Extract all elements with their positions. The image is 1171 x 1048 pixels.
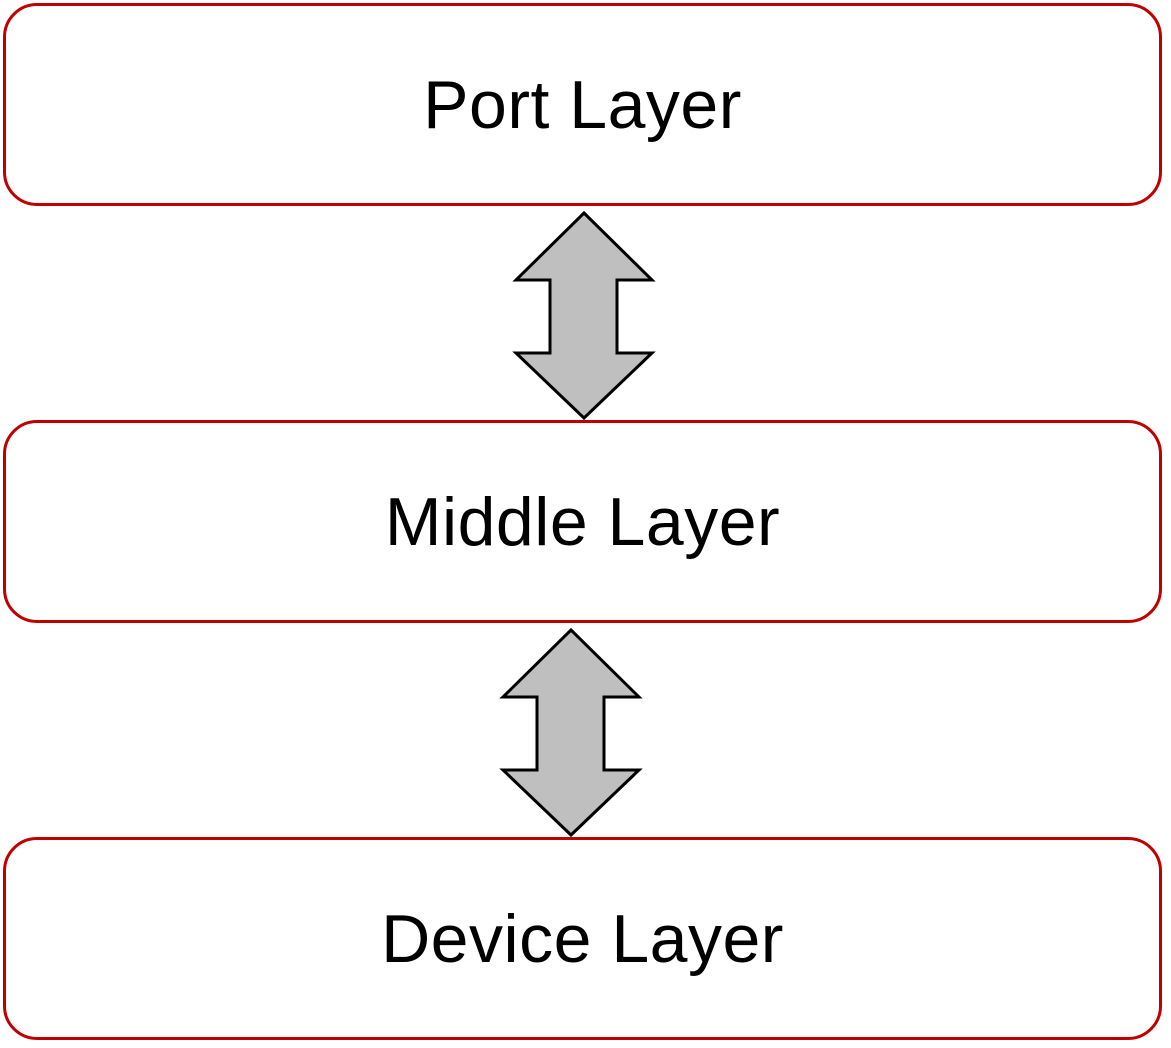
arrow-shape-middle-device [499,627,643,838]
middle-layer-box: Middle Layer [3,420,1162,623]
port-layer-box: Port Layer [3,3,1162,206]
arrow-shape-port-middle [512,210,656,421]
port-layer-label: Port Layer [423,66,742,143]
double-arrow-icon-port-middle [512,210,656,421]
double-arrow-icon-middle-device [499,627,643,838]
device-layer-label: Device Layer [381,900,784,977]
device-layer-box: Device Layer [3,837,1162,1040]
middle-layer-label: Middle Layer [384,483,781,560]
